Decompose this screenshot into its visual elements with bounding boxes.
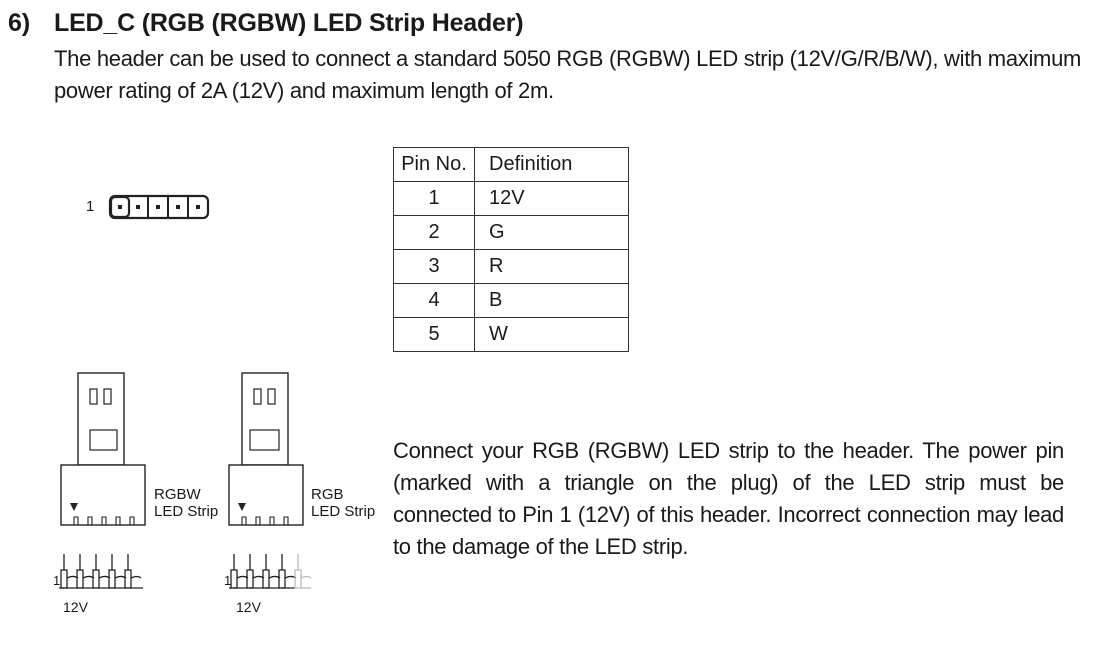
table-row: 5 W (393, 317, 629, 352)
rgb-plug-icon (228, 372, 304, 526)
pin-number-cell: 5 (393, 317, 475, 352)
pin-definition-cell: W (474, 317, 629, 352)
header-pins-icon (108, 194, 210, 220)
pin-definition-cell: G (474, 215, 629, 250)
pin-definition-table: Pin No. Definition 1 12V 2 G 3 R 4 B 5 W (393, 147, 629, 352)
rgbw-strip-label: RGBW LED Strip (154, 486, 218, 520)
rgbw-12v-label: 12V (63, 599, 88, 615)
intro-paragraph: The header can be used to connect a stan… (54, 46, 1082, 103)
section-title: LED_C (RGB (RGBW) LED Strip Header) (54, 9, 524, 37)
rgbw-pin1-marker: 1 (53, 573, 61, 588)
pin-definition-cell: B (474, 283, 629, 318)
rgb-label-line2: LED Strip (311, 503, 376, 520)
pin-number-cell: 3 (393, 249, 475, 284)
table-header-row: Pin No. Definition (393, 147, 629, 182)
pin-number-cell: 4 (393, 283, 475, 318)
rgb-pin1-marker: 1 (224, 573, 232, 588)
rgb-strip-label: RGB LED Strip (311, 486, 375, 520)
pin-definition-cell: R (474, 249, 629, 284)
rgbw-label-line2: LED Strip (154, 503, 219, 520)
definition-header: Definition (474, 147, 629, 182)
rgbw-header-pins-icon (59, 554, 143, 589)
section-number: 6) (8, 9, 31, 37)
connection-instructions: Connect your RGB (RGBW) LED strip to the… (393, 438, 1064, 559)
table-row: 3 R (393, 249, 629, 284)
pin-no-header: Pin No. (393, 147, 475, 182)
pin-definition-cell: 12V (474, 181, 629, 216)
table-row: 2 G (393, 215, 629, 250)
pin-number-cell: 2 (393, 215, 475, 250)
rgb-12v-label: 12V (236, 599, 261, 615)
rgbw-label-line1: RGBW (154, 486, 201, 503)
rgbw-plug-icon (60, 372, 146, 526)
pin1-marker: 1 (86, 198, 95, 215)
table-row: 1 12V (393, 181, 629, 216)
pin-number-cell: 1 (393, 181, 475, 216)
rgb-header-pins-icon (229, 554, 312, 589)
table-row: 4 B (393, 283, 629, 318)
rgb-label-line1: RGB (311, 486, 344, 503)
